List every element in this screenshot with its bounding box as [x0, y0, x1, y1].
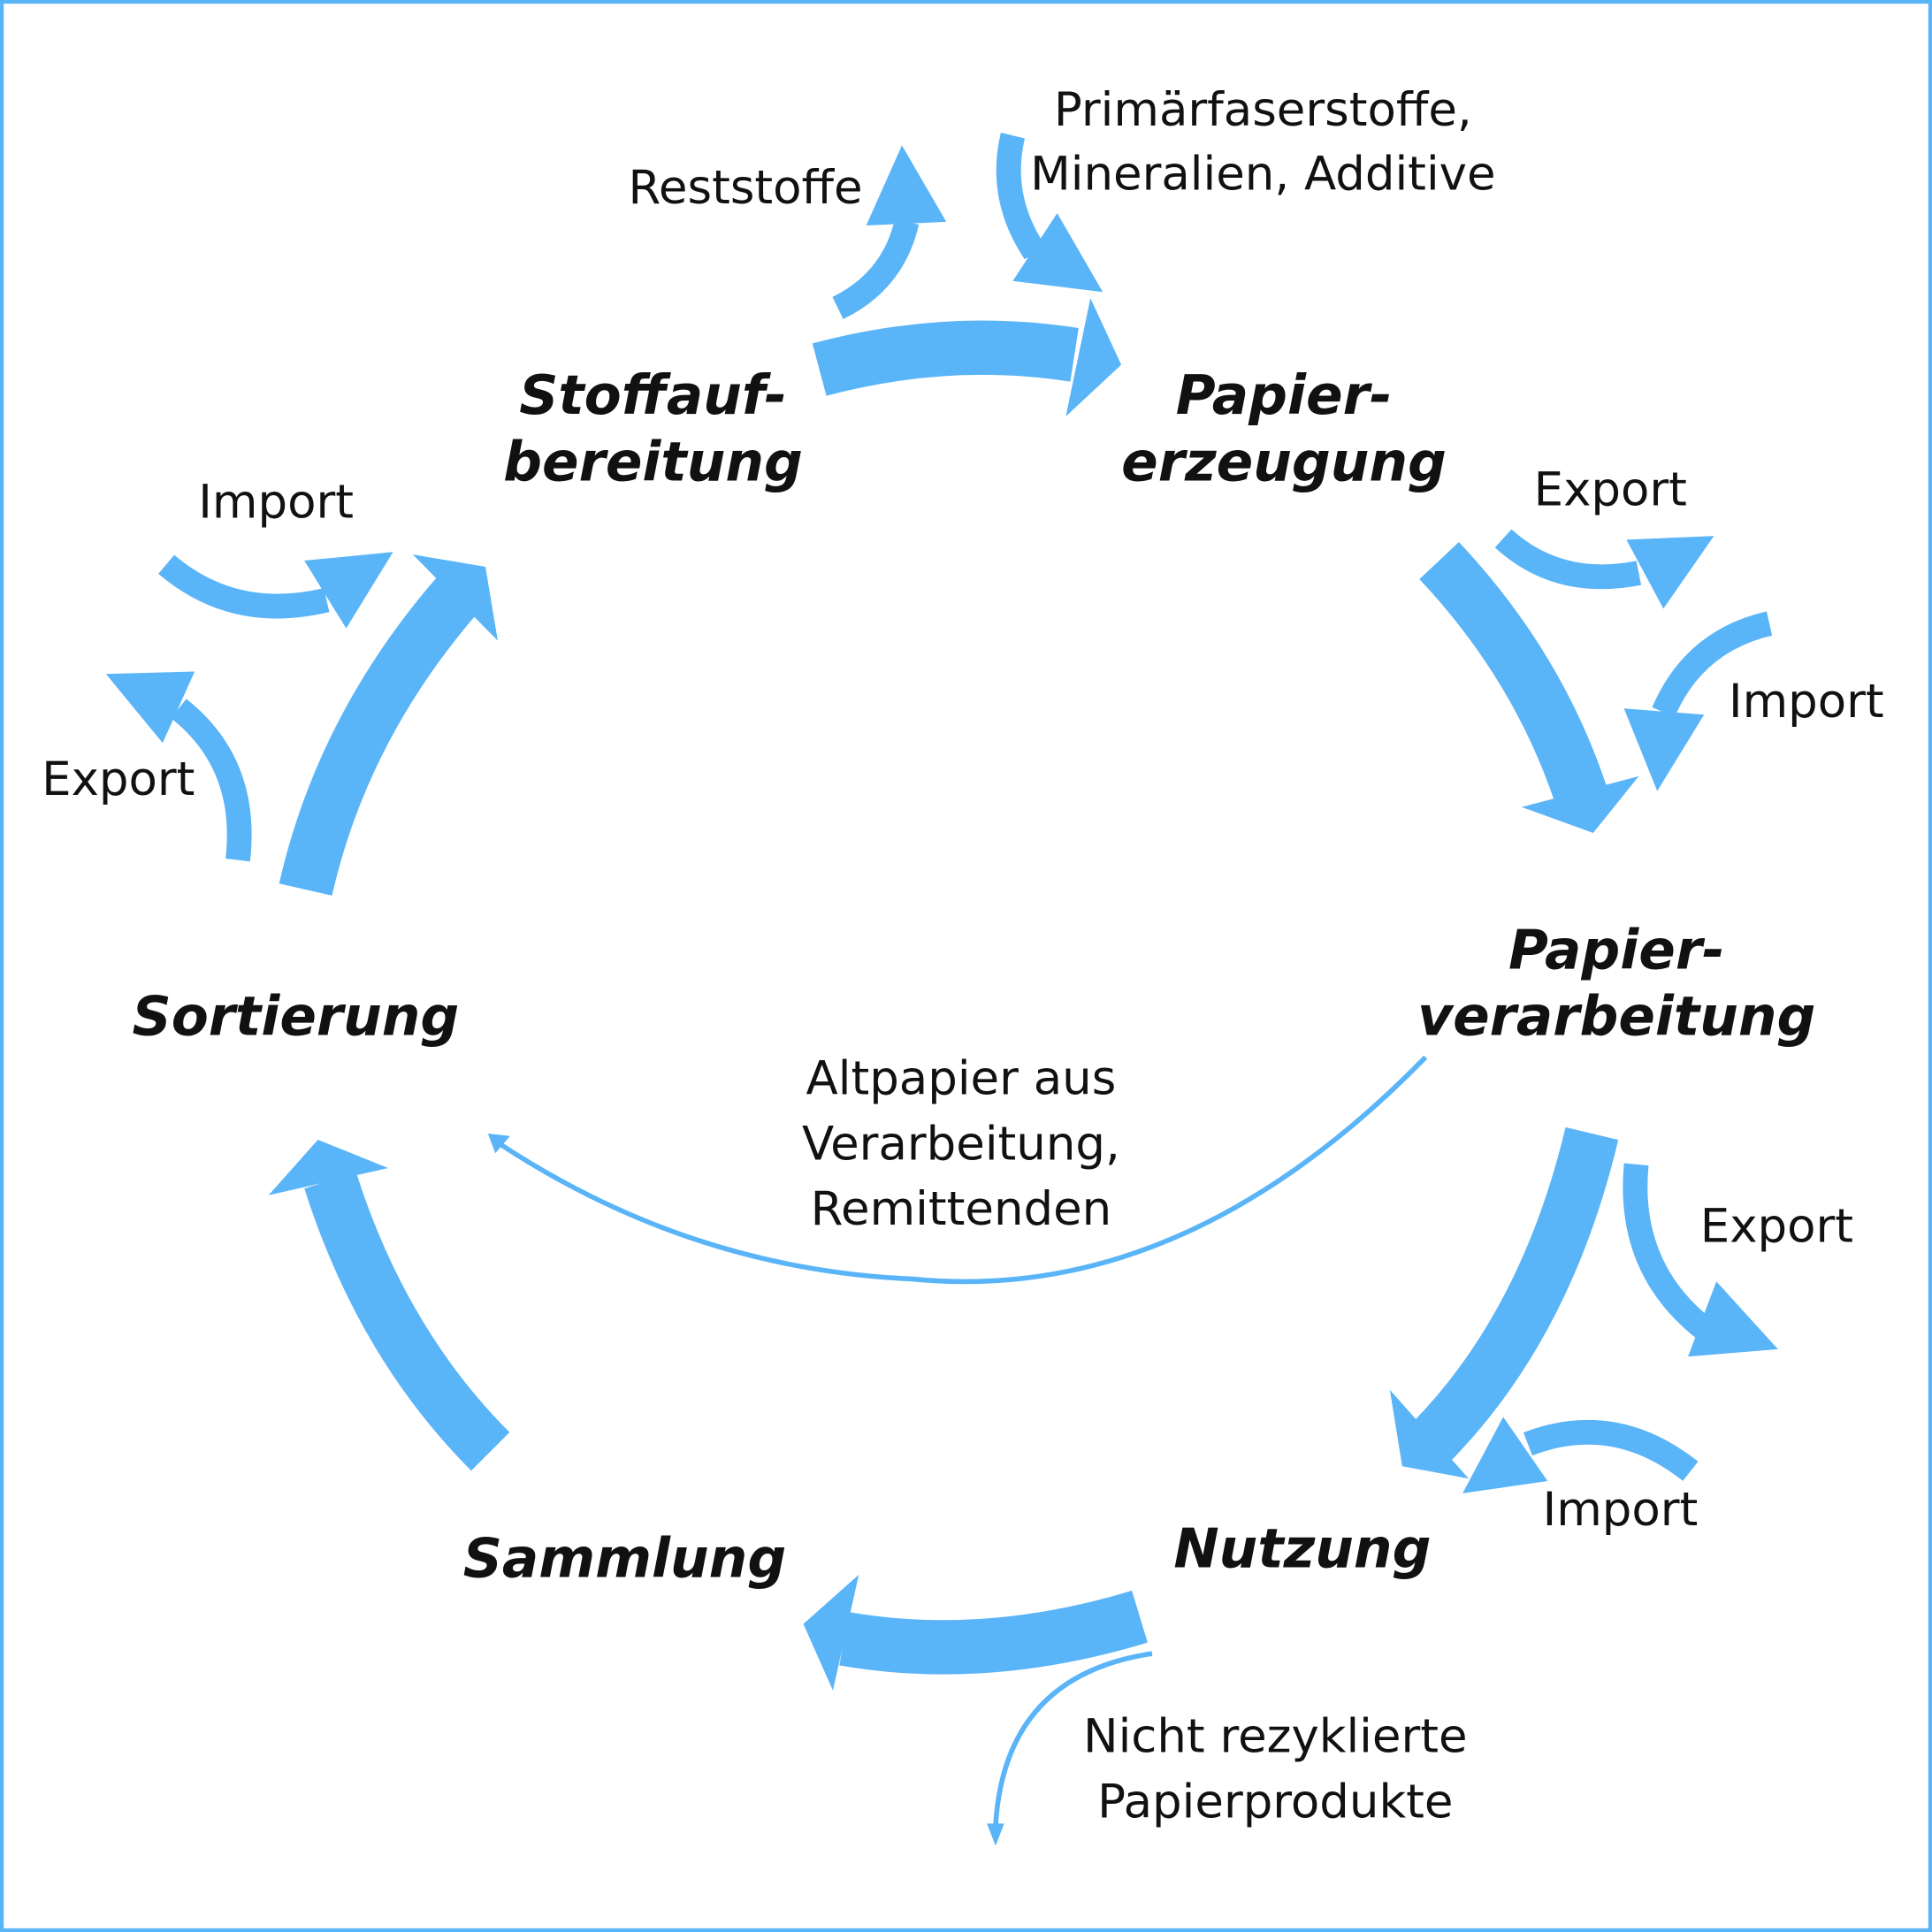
label-erzeugung-export: Export: [1534, 462, 1687, 516]
arrow-primaer-in: [996, 133, 1103, 293]
stage-nutzung: Nutzung: [1173, 1518, 1431, 1581]
label-sortierung-export: Export: [42, 752, 195, 806]
arrow-stoffaufbereitung-to-papiererzeugung: [812, 298, 1122, 417]
arrow-nutzung-to-sammlung: [803, 1574, 1148, 1691]
label-reststoffe: Reststoffe: [629, 161, 863, 215]
label-nicht-rezykliert-line2: Papierprodukte: [1097, 1775, 1453, 1829]
arrow-verarbeitung-export: [1623, 1163, 1778, 1357]
arrow-verarbeitung-import: [1462, 1417, 1699, 1493]
arrow-reststoffe-out: [832, 145, 947, 319]
stage-stoffaufbereitung-line2: bereitung: [503, 431, 803, 493]
arrow-erzeugung-import: [1623, 611, 1773, 791]
stage-sortierung: Sortierung: [133, 986, 460, 1049]
stage-papierverarbeitung-line1: Papier-: [1508, 919, 1725, 981]
arrow-sortierung-export: [105, 671, 252, 862]
arrow-sortierung-to-stoffaufbereitung: [279, 554, 498, 896]
stage-papierverarbeitung-line2: verarbeitung: [1417, 986, 1815, 1049]
stage-sammlung: Sammlung: [463, 1528, 786, 1591]
arrow-nicht-rezykliert: [987, 1651, 1153, 1846]
label-primaer-line1: Primärfaserstoffe,: [1054, 83, 1472, 137]
label-verarbeitung-import: Import: [1543, 1483, 1699, 1537]
arrow-papiererzeugung-to-papierverarbeitung: [1419, 542, 1639, 834]
arrow-erzeugung-export: [1494, 529, 1714, 609]
label-verarbeitung-export: Export: [1700, 1200, 1853, 1254]
arrow-sammlung-to-sortierung: [268, 1139, 510, 1471]
stage-papiererzeugung-line1: Papier-: [1176, 364, 1392, 427]
stage-stoffaufbereitung-line1: Stoffauf-: [519, 364, 787, 427]
label-sortierung-import: Import: [198, 475, 354, 529]
label-altpapier-line3: Remittenden: [811, 1182, 1112, 1236]
label-nicht-rezykliert-line1: Nicht rezyklierte: [1083, 1710, 1468, 1764]
label-altpapier-line1: Altpapier aus: [806, 1051, 1117, 1105]
label-altpapier-line2: Verarbeitung,: [802, 1117, 1120, 1171]
label-erzeugung-import: Import: [1729, 675, 1884, 729]
arrow-sortierung-import: [158, 552, 393, 629]
stage-papiererzeugung-line2: erzeugung: [1121, 431, 1447, 493]
label-primaer-line2: Mineralien, Additive: [1030, 148, 1495, 202]
arrow-papierverarbeitung-to-nutzung: [1389, 1126, 1619, 1479]
